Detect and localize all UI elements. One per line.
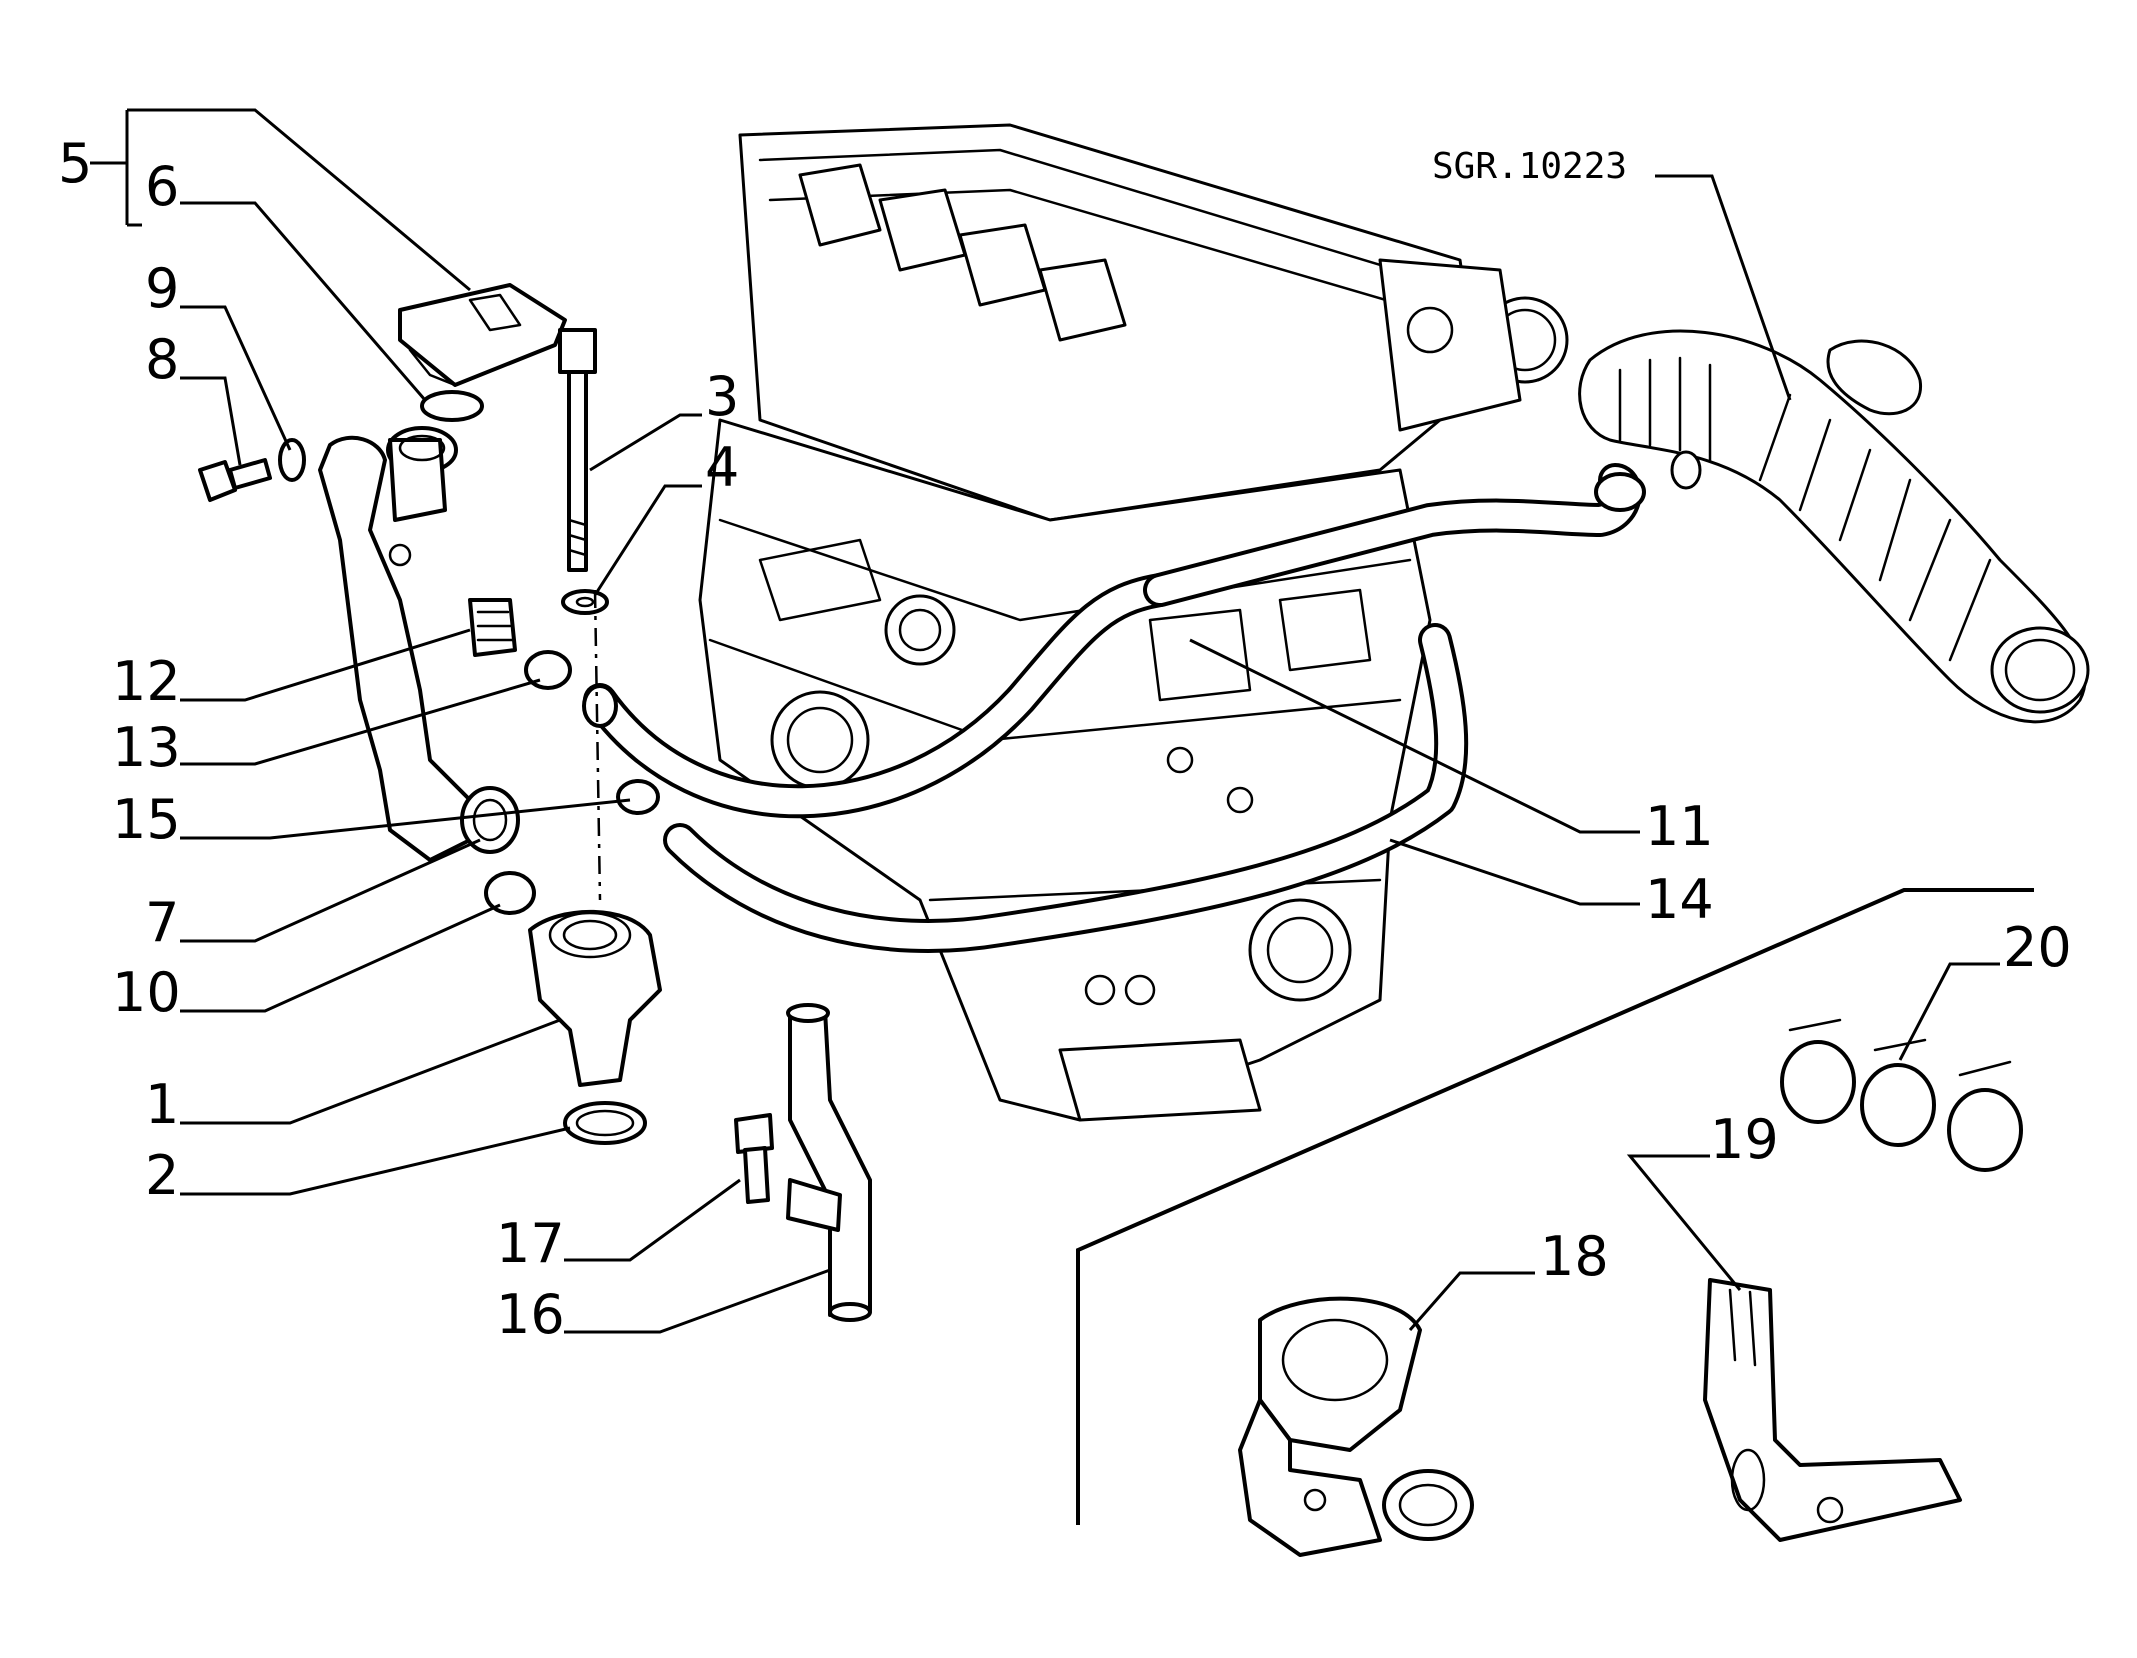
water-outlet-housing xyxy=(318,426,520,862)
callout-16: 16 xyxy=(496,1283,565,1346)
callout-15: 15 xyxy=(112,788,181,851)
detail-separator xyxy=(1076,888,2034,1525)
callout-17: 17 xyxy=(496,1212,565,1275)
item-9-washer xyxy=(278,438,306,482)
item-15-clamp xyxy=(616,779,660,815)
callout-9: 9 xyxy=(145,257,179,320)
item-12-sensor xyxy=(468,598,517,657)
callout-7: 7 xyxy=(145,891,179,954)
callout-labels: 5 6 9 8 3 4 12 13 15 7 10 1 2 17 16 11 1… xyxy=(58,132,2072,1346)
item-4-washer xyxy=(561,589,609,615)
item-16-pipe xyxy=(786,1003,872,1322)
item-19-bracket xyxy=(1703,1278,1962,1542)
callout-2: 2 xyxy=(145,1144,179,1207)
callout-8: 8 xyxy=(145,328,179,391)
coolant-hoses xyxy=(582,463,1646,953)
callout-11: 11 xyxy=(1645,795,1714,858)
item-17-bolt xyxy=(734,1113,774,1204)
callout-18: 18 xyxy=(1540,1225,1609,1288)
item-20-clip-strip xyxy=(1780,1018,2023,1172)
item-5-cap xyxy=(398,283,567,387)
callout-10: 10 xyxy=(112,961,181,1024)
item-8-bolt xyxy=(198,458,272,502)
callout-6: 6 xyxy=(145,155,179,218)
callout-4: 4 xyxy=(705,436,739,499)
air-intake-duct xyxy=(1578,329,2090,724)
callout-14: 14 xyxy=(1645,868,1714,931)
item-18-bracket xyxy=(1238,1296,1474,1557)
callout-20: 20 xyxy=(2003,916,2072,979)
callout-5: 5 xyxy=(58,132,92,195)
leader-lines xyxy=(90,108,2000,1334)
callout-1: 1 xyxy=(145,1073,179,1136)
callout-19: 19 xyxy=(1710,1108,1779,1171)
callout-3: 3 xyxy=(705,365,739,428)
item-2-seal xyxy=(563,1101,647,1145)
item-1-housing xyxy=(528,909,662,1087)
item-3-bolt xyxy=(558,328,597,572)
callout-13: 13 xyxy=(112,716,181,779)
item-13-clamp xyxy=(524,650,572,690)
callout-12: 12 xyxy=(112,650,181,713)
engine-block xyxy=(698,123,1569,1122)
item-10-o-ring xyxy=(484,871,536,915)
reference-code: SGR.10223 xyxy=(1432,146,1627,187)
item-6-gasket xyxy=(420,390,484,422)
